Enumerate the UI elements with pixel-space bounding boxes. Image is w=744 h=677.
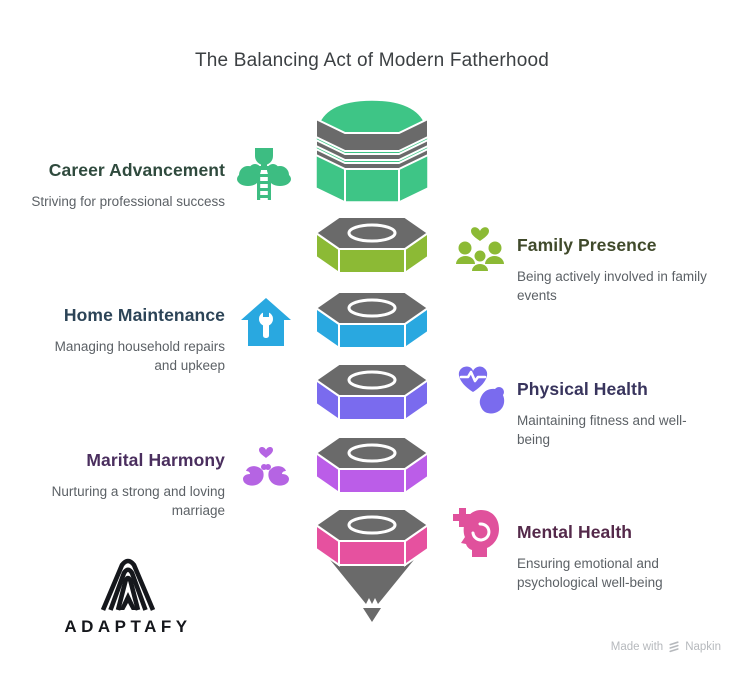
funnel-drip-arrow [363, 608, 381, 622]
funnel-layer-career [315, 99, 429, 203]
section-physical-health: Physical Health Maintaining fitness and … [517, 379, 729, 449]
heart-pulse-muscle-icon [452, 361, 508, 417]
section-description: Being actively involved in family events [517, 269, 707, 303]
section-description: Maintaining fitness and well-being [517, 413, 687, 447]
section-description: Nurturing a strong and loving marriage [51, 484, 225, 518]
section-home-maintenance: Home Maintenance Managing household repa… [13, 305, 225, 375]
thread-band [315, 117, 429, 152]
section-heading: Mental Health [517, 522, 633, 542]
funnel-graphic [314, 99, 430, 622]
funnel-layer-family [314, 216, 430, 275]
doves-heart-icon [238, 438, 294, 494]
section-mental-health: Mental Health Ensuring emotional and psy… [517, 522, 729, 592]
family-heart-icon [452, 218, 508, 274]
adaptafy-logo-mark [100, 558, 156, 611]
adaptafy-logo: ADAPTAFY [48, 556, 208, 637]
trophy-ladder-clouds-icon [236, 146, 292, 202]
funnel-layer-mental [314, 508, 430, 567]
section-heading: Physical Health [517, 379, 648, 399]
section-career-advancement: Career Advancement Striving for professi… [13, 160, 225, 211]
credit-brand: Napkin [685, 641, 721, 653]
funnel-stack [302, 95, 442, 640]
thread-stripe [315, 138, 429, 161]
section-heading: Family Presence [517, 235, 657, 255]
section-heading: Marital Harmony [86, 450, 225, 470]
section-marital-harmony: Marital Harmony Nurturing a strong and l… [13, 450, 225, 520]
house-wrench-icon [238, 295, 294, 351]
credit-prefix: Made with [610, 641, 664, 653]
section-family-presence: Family Presence Being actively involved … [517, 235, 729, 305]
section-heading: Career Advancement [48, 160, 225, 180]
section-description: Ensuring emotional and psychological wel… [517, 556, 663, 590]
thread-stripe [315, 147, 429, 170]
funnel-layer-home [314, 291, 430, 350]
section-description: Managing household repairs and upkeep [54, 339, 225, 373]
funnel-layer-marital [314, 436, 430, 495]
head-plus-icon [450, 505, 506, 561]
funnel-layer-physical [314, 363, 430, 422]
adaptafy-logo-text: ADAPTAFY [64, 617, 192, 636]
section-description: Striving for professional success [31, 194, 225, 209]
napkin-logo-icon [669, 641, 679, 653]
page-title: The Balancing Act of Modern Fatherhood [194, 50, 550, 71]
napkin-credit[interactable]: Made with Napkin [611, 640, 721, 654]
section-heading: Home Maintenance [63, 305, 225, 325]
